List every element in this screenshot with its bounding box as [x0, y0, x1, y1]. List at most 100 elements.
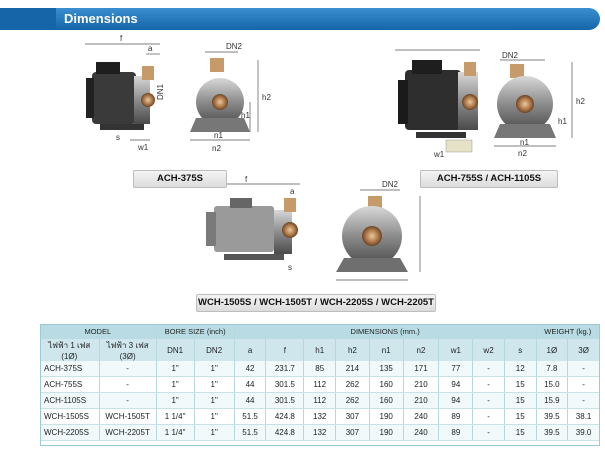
table-cell: 160: [369, 376, 404, 393]
table-cell: 77: [438, 361, 474, 377]
caption-ach375: ACH-375S: [133, 170, 227, 188]
table-cell: WCH-2205S: [40, 424, 100, 441]
table-cell: -: [567, 361, 600, 377]
table-cell: 44: [234, 392, 267, 409]
header-dimensions: DIMENSIONS (mm.): [234, 324, 537, 339]
dim-dn2: DN2: [226, 42, 243, 51]
table-cell: 51.5: [234, 424, 267, 441]
table-cell: WCH-1505S: [40, 408, 100, 425]
wch-front-view: DN2: [336, 180, 421, 281]
table-cell: 210: [403, 376, 440, 393]
spec-table: MODEL BORE SIZE (inch) DIMENSIONS (mm.) …: [40, 324, 601, 441]
dim-h1: h1: [241, 111, 250, 120]
table-cell: 1 1/4": [156, 424, 195, 441]
table-cell: -: [99, 361, 157, 377]
table-cell: 1": [194, 408, 235, 425]
table-cell: 262: [335, 376, 370, 393]
table-cell: 112: [303, 392, 337, 409]
table-cell: 307: [335, 408, 370, 425]
col-header: DN1: [156, 339, 195, 361]
dimension-drawings: f a DN1 w1 s DN2 n1 n2 h2 h1: [85, 34, 585, 281]
table-cell: 231.7: [265, 361, 305, 377]
table-cell: 135: [369, 361, 404, 377]
table-cell: -: [472, 361, 505, 377]
col-header: s: [504, 339, 537, 361]
caption-ach755: ACH-755S / ACH-1105S: [420, 170, 558, 188]
dim-h1-755: h1: [558, 117, 567, 126]
table-cell: 85: [303, 361, 337, 377]
col-header: h1: [303, 339, 337, 361]
table-cell: -: [99, 392, 157, 409]
dim-n2-755: n2: [518, 149, 527, 158]
table-cell: 262: [335, 392, 370, 409]
table-cell: 301.5: [265, 376, 305, 393]
dim-a: a: [148, 44, 153, 53]
section-banner: Dimensions: [0, 4, 605, 30]
col-header: n1: [369, 339, 404, 361]
table-cell: 94: [438, 392, 474, 409]
dim-dn1: DN1: [156, 83, 165, 100]
dim-n1-755: n1: [520, 138, 529, 147]
table-cell: 132: [303, 424, 337, 441]
table-cell: 38.1: [567, 408, 600, 425]
table-cell: 301.5: [265, 392, 305, 409]
col-header: 1Ø: [536, 339, 569, 361]
dim-f-wch: f: [245, 175, 248, 184]
table-cell: WCH-1505T: [99, 408, 157, 425]
col-header: ไฟฟ้า 1 เฟส (1Ø): [40, 339, 100, 361]
table-cell: -: [99, 376, 157, 393]
col-header: w2: [472, 339, 505, 361]
dim-n2: n2: [212, 144, 221, 153]
table-cell: 89: [438, 408, 474, 425]
table-cell: 424.8: [265, 408, 305, 425]
header-model: MODEL: [40, 324, 157, 339]
dim-s-wch: s: [288, 263, 292, 272]
table-cell: 1": [194, 361, 235, 377]
table-cell: 214: [335, 361, 370, 377]
table-cell: 240: [403, 424, 440, 441]
ach375-side-view: f a DN1 w1 s: [85, 34, 165, 152]
table-cell: -: [472, 376, 505, 393]
table-cell: 307: [335, 424, 370, 441]
banner-background: [40, 8, 600, 30]
table-cell: 15: [504, 424, 537, 441]
table-cell: 39.5: [536, 408, 569, 425]
ach755-front-view: DN2 n1 n2 h2 h1: [494, 51, 585, 158]
caption-wch: WCH-1505S / WCH-1505T / WCH-2205S / WCH-…: [196, 294, 436, 312]
table-cell: 1": [156, 376, 195, 393]
dim-dn2-755: DN2: [502, 51, 519, 60]
dim-h2-755: h2: [576, 97, 585, 106]
table-cell: ACH-755S: [40, 376, 100, 393]
table-cell: 51.5: [234, 408, 267, 425]
col-header: h2: [335, 339, 370, 361]
header-weight: WEIGHT (kg.): [536, 324, 601, 339]
table-cell: 1 1/4": [156, 408, 195, 425]
table-cell: 15: [504, 376, 537, 393]
table-cell: 1": [156, 392, 195, 409]
dim-h2: h2: [262, 93, 271, 102]
table-cell: 94: [438, 376, 474, 393]
table-cell: -: [567, 392, 600, 409]
table-header-columns: ไฟฟ้า 1 เฟส (1Ø) ไฟฟ้า 3 เฟส (3Ø) DN1 DN…: [40, 339, 600, 361]
table-cell: 15: [504, 392, 537, 409]
section-title: Dimensions: [64, 11, 138, 26]
dim-dn2-wch: DN2: [382, 180, 399, 189]
table-cell: 15.0: [536, 376, 569, 393]
table-cell: ACH-1105S: [40, 392, 100, 409]
table-cell: 42: [234, 361, 267, 377]
table-cell: 89: [438, 424, 474, 441]
table-cell: 1": [194, 392, 235, 409]
table-cell: 12: [504, 361, 537, 377]
banner-cap: [0, 8, 56, 30]
dim-s: s: [116, 133, 120, 142]
ach755-side-view: w1: [395, 49, 480, 159]
table-cell: 39.5: [536, 424, 569, 441]
dim-f: f: [120, 34, 123, 43]
table-cell: 112: [303, 376, 337, 393]
dim-a-wch: a: [290, 187, 295, 196]
table-cell: 160: [369, 392, 404, 409]
col-header: DN2: [194, 339, 235, 361]
